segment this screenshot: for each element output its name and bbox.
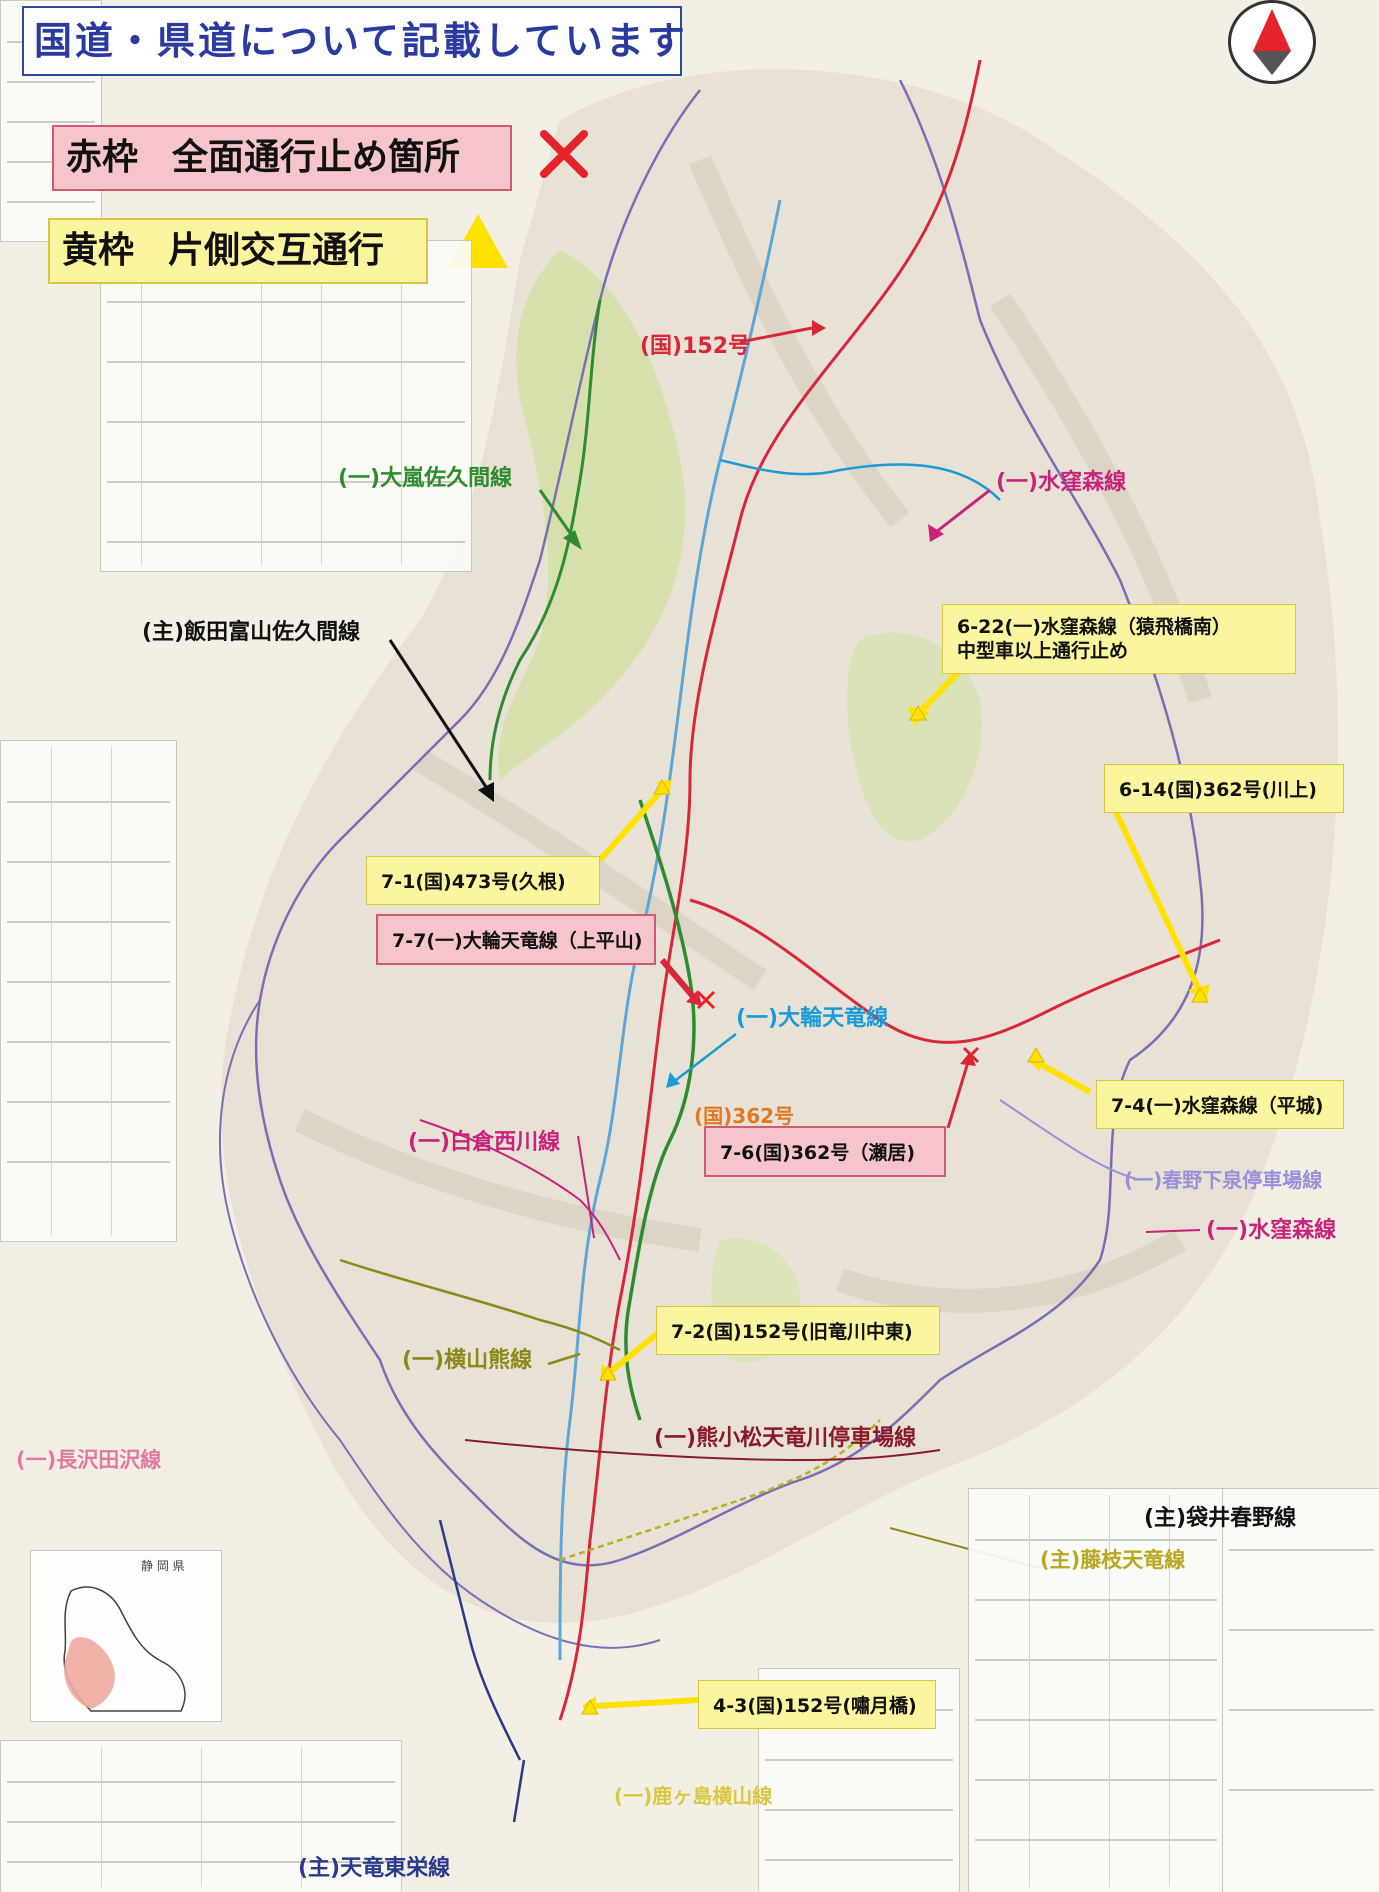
pointer-7-7 [659,958,699,1002]
callout-7-2: 7-2(国)152号(旧竜川中東) [656,1306,940,1355]
inset-map-svg [63,1586,186,1712]
road-152-line [558,59,982,1721]
pointer-iida [388,639,490,791]
inset-map: 静 岡 県 [30,1550,222,1722]
callout-7-6: 7-6(国)362号（瀬居) [704,1126,946,1177]
marker-cross-7-7 [696,990,716,1010]
compass-svg [1253,9,1291,75]
incident-markers [581,704,1209,1715]
pointer-arashi [538,489,577,541]
callout-4-3: 4-3(国)152号(嘯月橋) [698,1680,936,1729]
road-label-iida: (主)飯田富山佐久間線 [142,620,361,645]
pointer-7-4 [1038,1061,1092,1095]
pointer-arashi-head [563,530,582,550]
callout-6-22-line1: 6-22(一)水窪森線（猿飛橋南） [957,616,1231,638]
legend-full-closure: 赤枠全面通行止め箇所 [52,125,512,191]
pointer-owa-head [666,1072,680,1088]
callout-7-7: 7-7(一)大輪天竜線（上平山) [376,914,656,965]
road-label-shirakura: (一)白倉西川線 [408,1130,561,1155]
legend-table-bottom-left [0,1740,402,1892]
pointer-tenryu [512,1759,526,1823]
pointer-misakubo-n-head [928,524,944,542]
pointer-misakubo-s [1145,1229,1201,1233]
inset-label: 静 岡 県 [141,1559,185,1573]
callout-7-4: 7-4(一)水窪森線（平城) [1096,1080,1344,1129]
pointer-7-1 [597,788,665,862]
legend-alternating-traffic: 黄枠片側交互通行 [48,218,428,284]
road-fujieda-line [559,1419,881,1562]
road-label-nagasawa: (一)長沢田沢線 [16,1448,162,1472]
river-area-green [498,250,686,780]
legend-yellow-label-b: 片側交互通行 [168,230,385,271]
road-shirakura-line [419,1119,621,1261]
compass-south-arrow [1253,51,1291,75]
legend-yellow-label-a: 黄枠 [62,230,135,271]
inset-highlight-area [64,1637,115,1709]
pointer-6-14 [1113,810,1203,994]
pointer-misakubo-n [935,488,991,534]
pointer-7-6 [946,1061,970,1129]
legend-red-label-b: 全面通行止め箇所 [172,137,461,178]
legend-red-label-a: 赤枠 [66,137,139,178]
north-compass [1228,0,1316,84]
marker-triangle-7-1 [653,778,671,795]
boundary-line [254,79,1204,1567]
marker-cross-7-6 [962,1046,980,1064]
road-kuma-line [464,1439,941,1462]
road-label-tenryu: (主)天竜東栄線 [298,1856,451,1881]
pointer-owa [675,1033,737,1081]
pointer-152 [739,326,813,344]
marker-triangle-6-22 [909,704,927,721]
pointer-iida-head [478,782,494,802]
legend-table-upper [100,240,472,572]
road-tenryu-line [438,1519,522,1761]
callout-6-22: 6-22(一)水窪森線（猿飛橋南） 中型車以上通行止め [942,604,1296,674]
marker-triangle-7-2 [599,1364,617,1381]
callout-6-14: 6-14(国)362号(川上) [1104,764,1344,813]
road-haruno-line [999,1099,1141,1181]
road-label-152: (国)152号 [640,334,751,359]
road-blue-line [719,458,1001,501]
boundary-line-2 [219,999,661,1649]
road-owa-line [624,799,696,1421]
road-label-yokoyama: (一)横山熊線 [402,1348,533,1373]
page-title: 国道・県道について記載しています [22,6,685,76]
road-362-line [689,898,1221,1044]
callout-6-22-line2: 中型車以上通行止め [957,640,1129,662]
pointer-7-2 [608,1327,664,1375]
pointer-yokoyama [547,1352,581,1366]
road-yokoyama-line [339,1258,621,1352]
legend-table-right [968,1488,1224,1892]
legend-table-far-right [1222,1488,1379,1892]
road-arashi-line [488,299,602,781]
road-label-362: (国)362号 [694,1104,795,1128]
road-label-arashi: (一)大嵐佐久間線 [338,466,513,491]
road-label-owa: (一)大輪天竜線 [736,1006,889,1031]
compass-north-arrow [1253,9,1291,51]
road-label-misakubo-south: (一)水窪森線 [1206,1218,1337,1243]
marker-triangle-6-14 [1191,986,1209,1003]
pointer-4-3 [595,1697,699,1709]
marker-triangle-4-3 [581,1698,599,1715]
terrain-shading [221,69,1338,1624]
marker-triangle-7-4 [1027,1046,1045,1063]
road-label-sagishima: (一)鹿ヶ島横山線 [614,1784,773,1808]
road-label-fukuroi: (主)袋井春野線 [1144,1506,1297,1531]
road-label-misakubo-north: (一)水窪森線 [996,470,1127,495]
pointer-152-head [812,320,826,336]
road-label-haruno: (一)春野下泉停車場線 [1124,1168,1323,1192]
legend-table-left [0,740,177,1242]
cross-icon [540,130,588,178]
callout-7-1: 7-1(国)473号(久根) [366,856,600,905]
pointer-shirakura [577,1135,595,1239]
road-label-kuma: (一)熊小松天竜川停車場線 [654,1426,917,1451]
road-label-fujieda: (主)藤枝天竜線 [1040,1548,1186,1572]
